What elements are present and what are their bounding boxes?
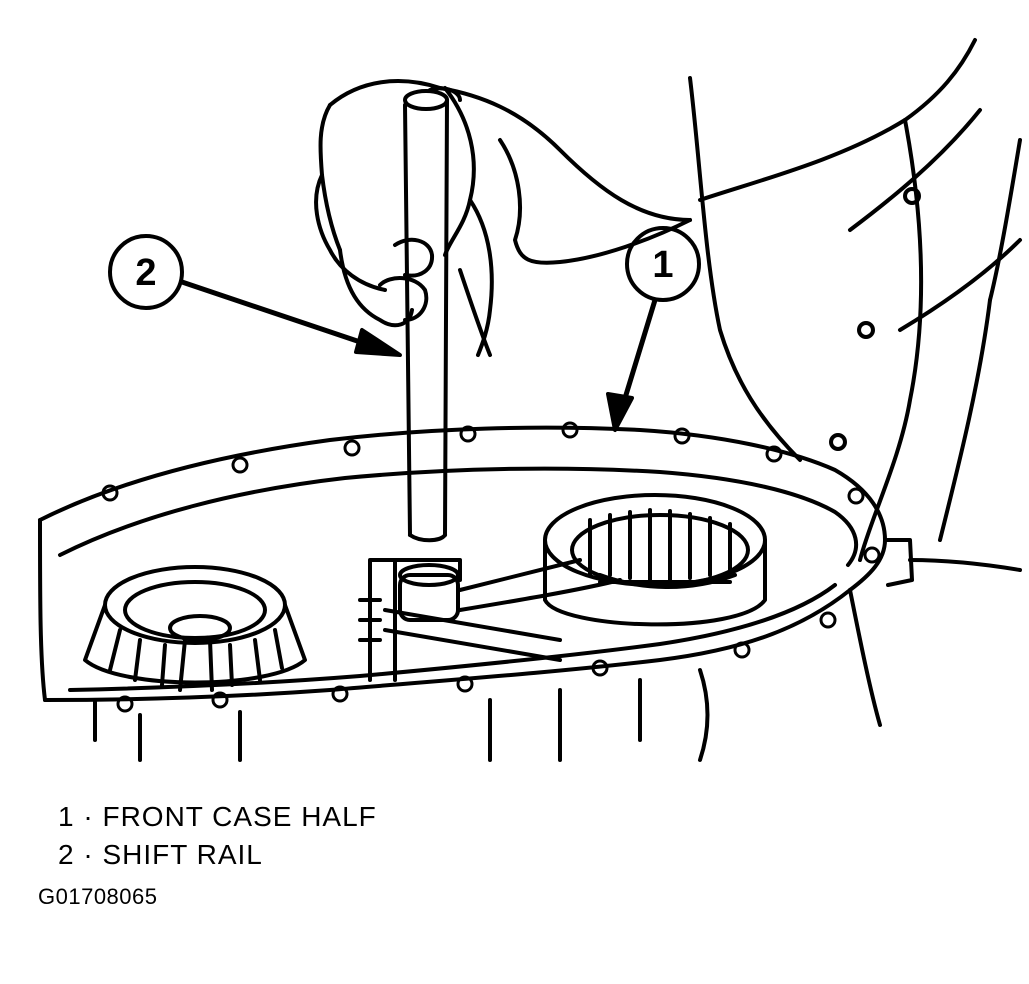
legend-separator: · xyxy=(83,801,94,832)
technician-hand xyxy=(314,79,692,357)
transfer-case-illustration: 2 1 xyxy=(38,38,1022,762)
legend-label: SHIFT RAIL xyxy=(102,839,263,870)
legend-number: 1 xyxy=(58,801,75,832)
callout-2-number: 2 xyxy=(135,252,156,294)
case-flange xyxy=(38,425,1022,762)
callout-2: 2 xyxy=(108,234,402,357)
legend-separator: · xyxy=(83,839,94,870)
legend-item: 2 · SHIFT RAIL xyxy=(58,836,377,874)
legend-label: FRONT CASE HALF xyxy=(102,801,377,832)
legend-item: 1 · FRONT CASE HALF xyxy=(58,798,377,836)
callout-1: 1 xyxy=(606,226,701,432)
legend: 1 · FRONT CASE HALF 2 · SHIFT RAIL xyxy=(58,798,377,874)
splined-sleeve xyxy=(543,493,767,627)
legend-number: 2 xyxy=(58,839,75,870)
figure-id: G01708065 xyxy=(38,884,158,909)
bearing-cone xyxy=(83,565,307,692)
callout-1-number: 1 xyxy=(652,244,673,286)
shift-fork-bracket xyxy=(358,558,622,682)
technician-body xyxy=(688,38,1022,562)
shift-rail xyxy=(403,89,449,543)
flange-bolt-holes xyxy=(101,421,881,713)
